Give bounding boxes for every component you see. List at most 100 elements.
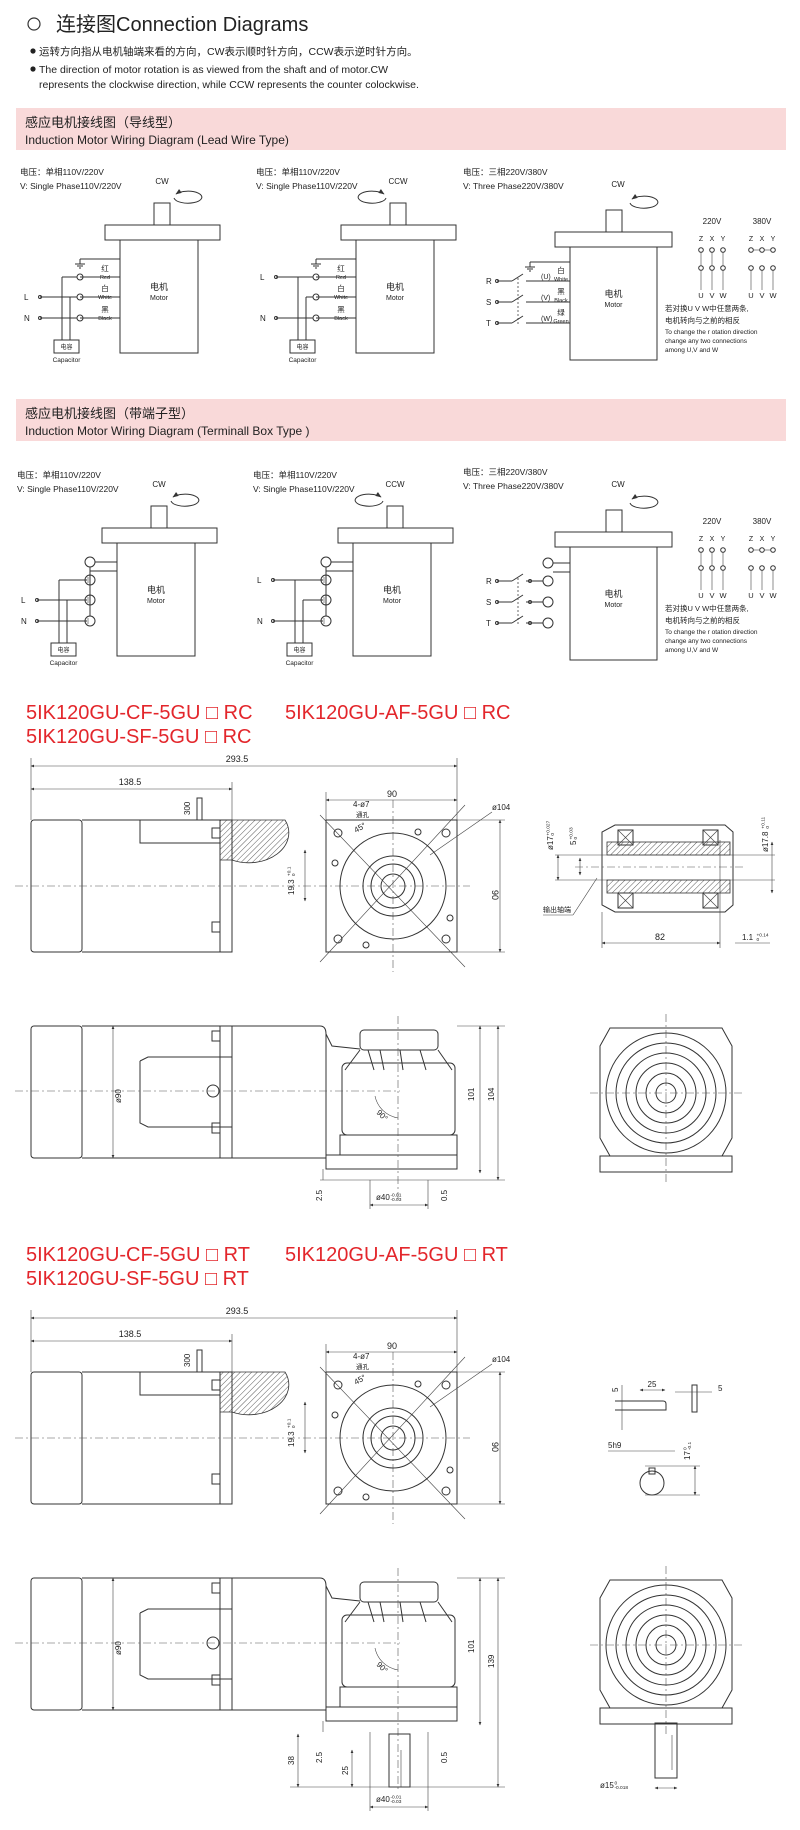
leader-line — [429, 1363, 493, 1408]
fan-base — [599, 1155, 733, 1173]
model-title-rt-af: 5IK120GU-AF-5GU □ RT — [285, 1244, 508, 1266]
mounting-hole — [333, 1486, 343, 1496]
dim-shaft-diameter-lower-tolerance: -0.018 — [614, 1785, 628, 1791]
motor-shaft — [153, 202, 171, 226]
wire-color-en: Red — [336, 275, 346, 281]
dim-bore-value: ø17 — [546, 836, 555, 850]
dim-offset-upper-tolerance: +0.1 — [286, 1418, 292, 1428]
dim-pilot-value: ø40 — [376, 1193, 390, 1202]
phase-terminal-W: (W) — [541, 316, 552, 323]
dim-key-length: 25 — [648, 1380, 657, 1389]
winding-terminal — [770, 547, 776, 553]
voltage-220-label: 220V — [703, 217, 722, 226]
shaft-keyway — [648, 1467, 656, 1475]
screw — [211, 921, 221, 933]
tapped-hole — [362, 941, 370, 949]
screw — [211, 827, 221, 839]
reverse-note-cn: 若对换U V W中任意两条, — [665, 603, 749, 613]
wire-color-cn: 黑 — [337, 305, 345, 314]
dim-keyway-lower-tolerance: 0 — [573, 837, 579, 840]
terminal-box-outline — [139, 820, 220, 844]
mounting-hole — [441, 934, 451, 944]
motor-label-cn: 电机 — [604, 288, 622, 299]
bearing-cross — [617, 829, 634, 846]
dim-height-104: 104 — [487, 1087, 496, 1101]
dim-height-90: 90 — [490, 1442, 500, 1452]
winding-terminal — [759, 565, 765, 571]
dim-height-101: 101 — [467, 1087, 476, 1101]
wire-color-en: Black — [334, 316, 348, 322]
mounting-hole — [441, 1486, 451, 1496]
gearhead-cap — [359, 1029, 439, 1051]
ccw-rotation-icon — [354, 491, 384, 507]
input-dot — [528, 600, 532, 604]
motor-label-en: Motor — [383, 598, 402, 605]
gearhead-flange — [325, 1706, 458, 1722]
supply-phase-label: V — [709, 291, 714, 300]
circle-outline-icon — [27, 17, 41, 31]
mounting-hole — [333, 1380, 343, 1390]
dim-holes: 4-ø7 — [353, 800, 370, 809]
output-shaft-end — [654, 1722, 678, 1779]
fan-base — [599, 1707, 733, 1725]
winding-terminal — [748, 265, 754, 271]
winding-end-label: X — [760, 236, 765, 243]
reverse-note-cn: 电机转向与之前的相反 — [665, 315, 740, 325]
wire-color-cn: 白 — [101, 283, 109, 293]
mounting-hole — [333, 934, 343, 944]
motor-label-en: Motor — [150, 295, 169, 302]
winding-terminal — [698, 247, 704, 253]
gearhead-body — [341, 1614, 456, 1688]
mounting-hole — [441, 1380, 451, 1390]
dim-shaft-diameter-upper-tolerance: 0 — [614, 1780, 617, 1786]
dim-square: 90 — [387, 1341, 397, 1351]
dim-gap-upper-tolerance: +0.14 — [756, 932, 768, 938]
dim-bore2-lower-tolerance: 0 — [765, 826, 771, 829]
diagonal — [319, 1356, 466, 1515]
wire-color-en: Black — [98, 316, 112, 322]
reverse-note-en: To change the r otation direction — [665, 329, 758, 336]
dim-angle-45: 45° — [353, 1373, 368, 1387]
winding-terminal — [770, 565, 776, 571]
section-title-en: Induction Motor Wiring Diagram (Terminal… — [25, 424, 310, 438]
dim-angle-45: 45° — [353, 821, 368, 835]
dim-pilot-upper-tolerance: -0.01 — [390, 1794, 401, 1800]
tapped-hole — [414, 1380, 422, 1388]
gear-housing — [232, 1025, 361, 1159]
supply-phase-label: U — [748, 291, 753, 300]
dim-angle-90: 90° — [375, 1108, 390, 1123]
winding-terminal — [748, 547, 754, 553]
supply-phase-label: U — [698, 291, 703, 300]
diagonal — [319, 804, 466, 963]
neutral-input-N: N — [260, 314, 266, 323]
dim-thickness-0-5: 0.5 — [440, 1751, 449, 1763]
bullet-text-en-1: The direction of motor rotation is as vi… — [39, 64, 388, 76]
dim-offset-value: 19.3 — [287, 879, 296, 895]
hatched-section — [219, 819, 290, 864]
model-title-rc-cf: 5IK120GU-CF-5GU □ RC — [26, 702, 253, 724]
gearhead-taper — [344, 1601, 453, 1623]
bullet-icon — [30, 48, 36, 54]
screw — [211, 1122, 221, 1134]
section-title-cn: 感应电机接线图（导线型） — [25, 115, 181, 130]
dim-keyway-value: 5 — [569, 840, 578, 845]
mounting-hole — [333, 828, 343, 838]
voltage-label-en: V: Single Phase110V/220V — [256, 181, 358, 191]
supply-phase-label: W — [769, 291, 777, 300]
bearing — [617, 829, 634, 846]
winding-terminal — [720, 547, 726, 553]
flange-circle — [380, 1425, 406, 1451]
phase-input-S: S — [486, 298, 491, 307]
hollow-shaft-housing — [601, 824, 734, 913]
phase-input-T: T — [486, 319, 491, 328]
dim-bore-upper-tolerance: +0.027 — [545, 820, 551, 835]
ccw-rotation-icon — [357, 188, 387, 204]
motor-label-cn: 电机 — [383, 584, 401, 595]
terminal — [542, 617, 554, 629]
dim-motor-length: 138.5 — [119, 1329, 142, 1339]
